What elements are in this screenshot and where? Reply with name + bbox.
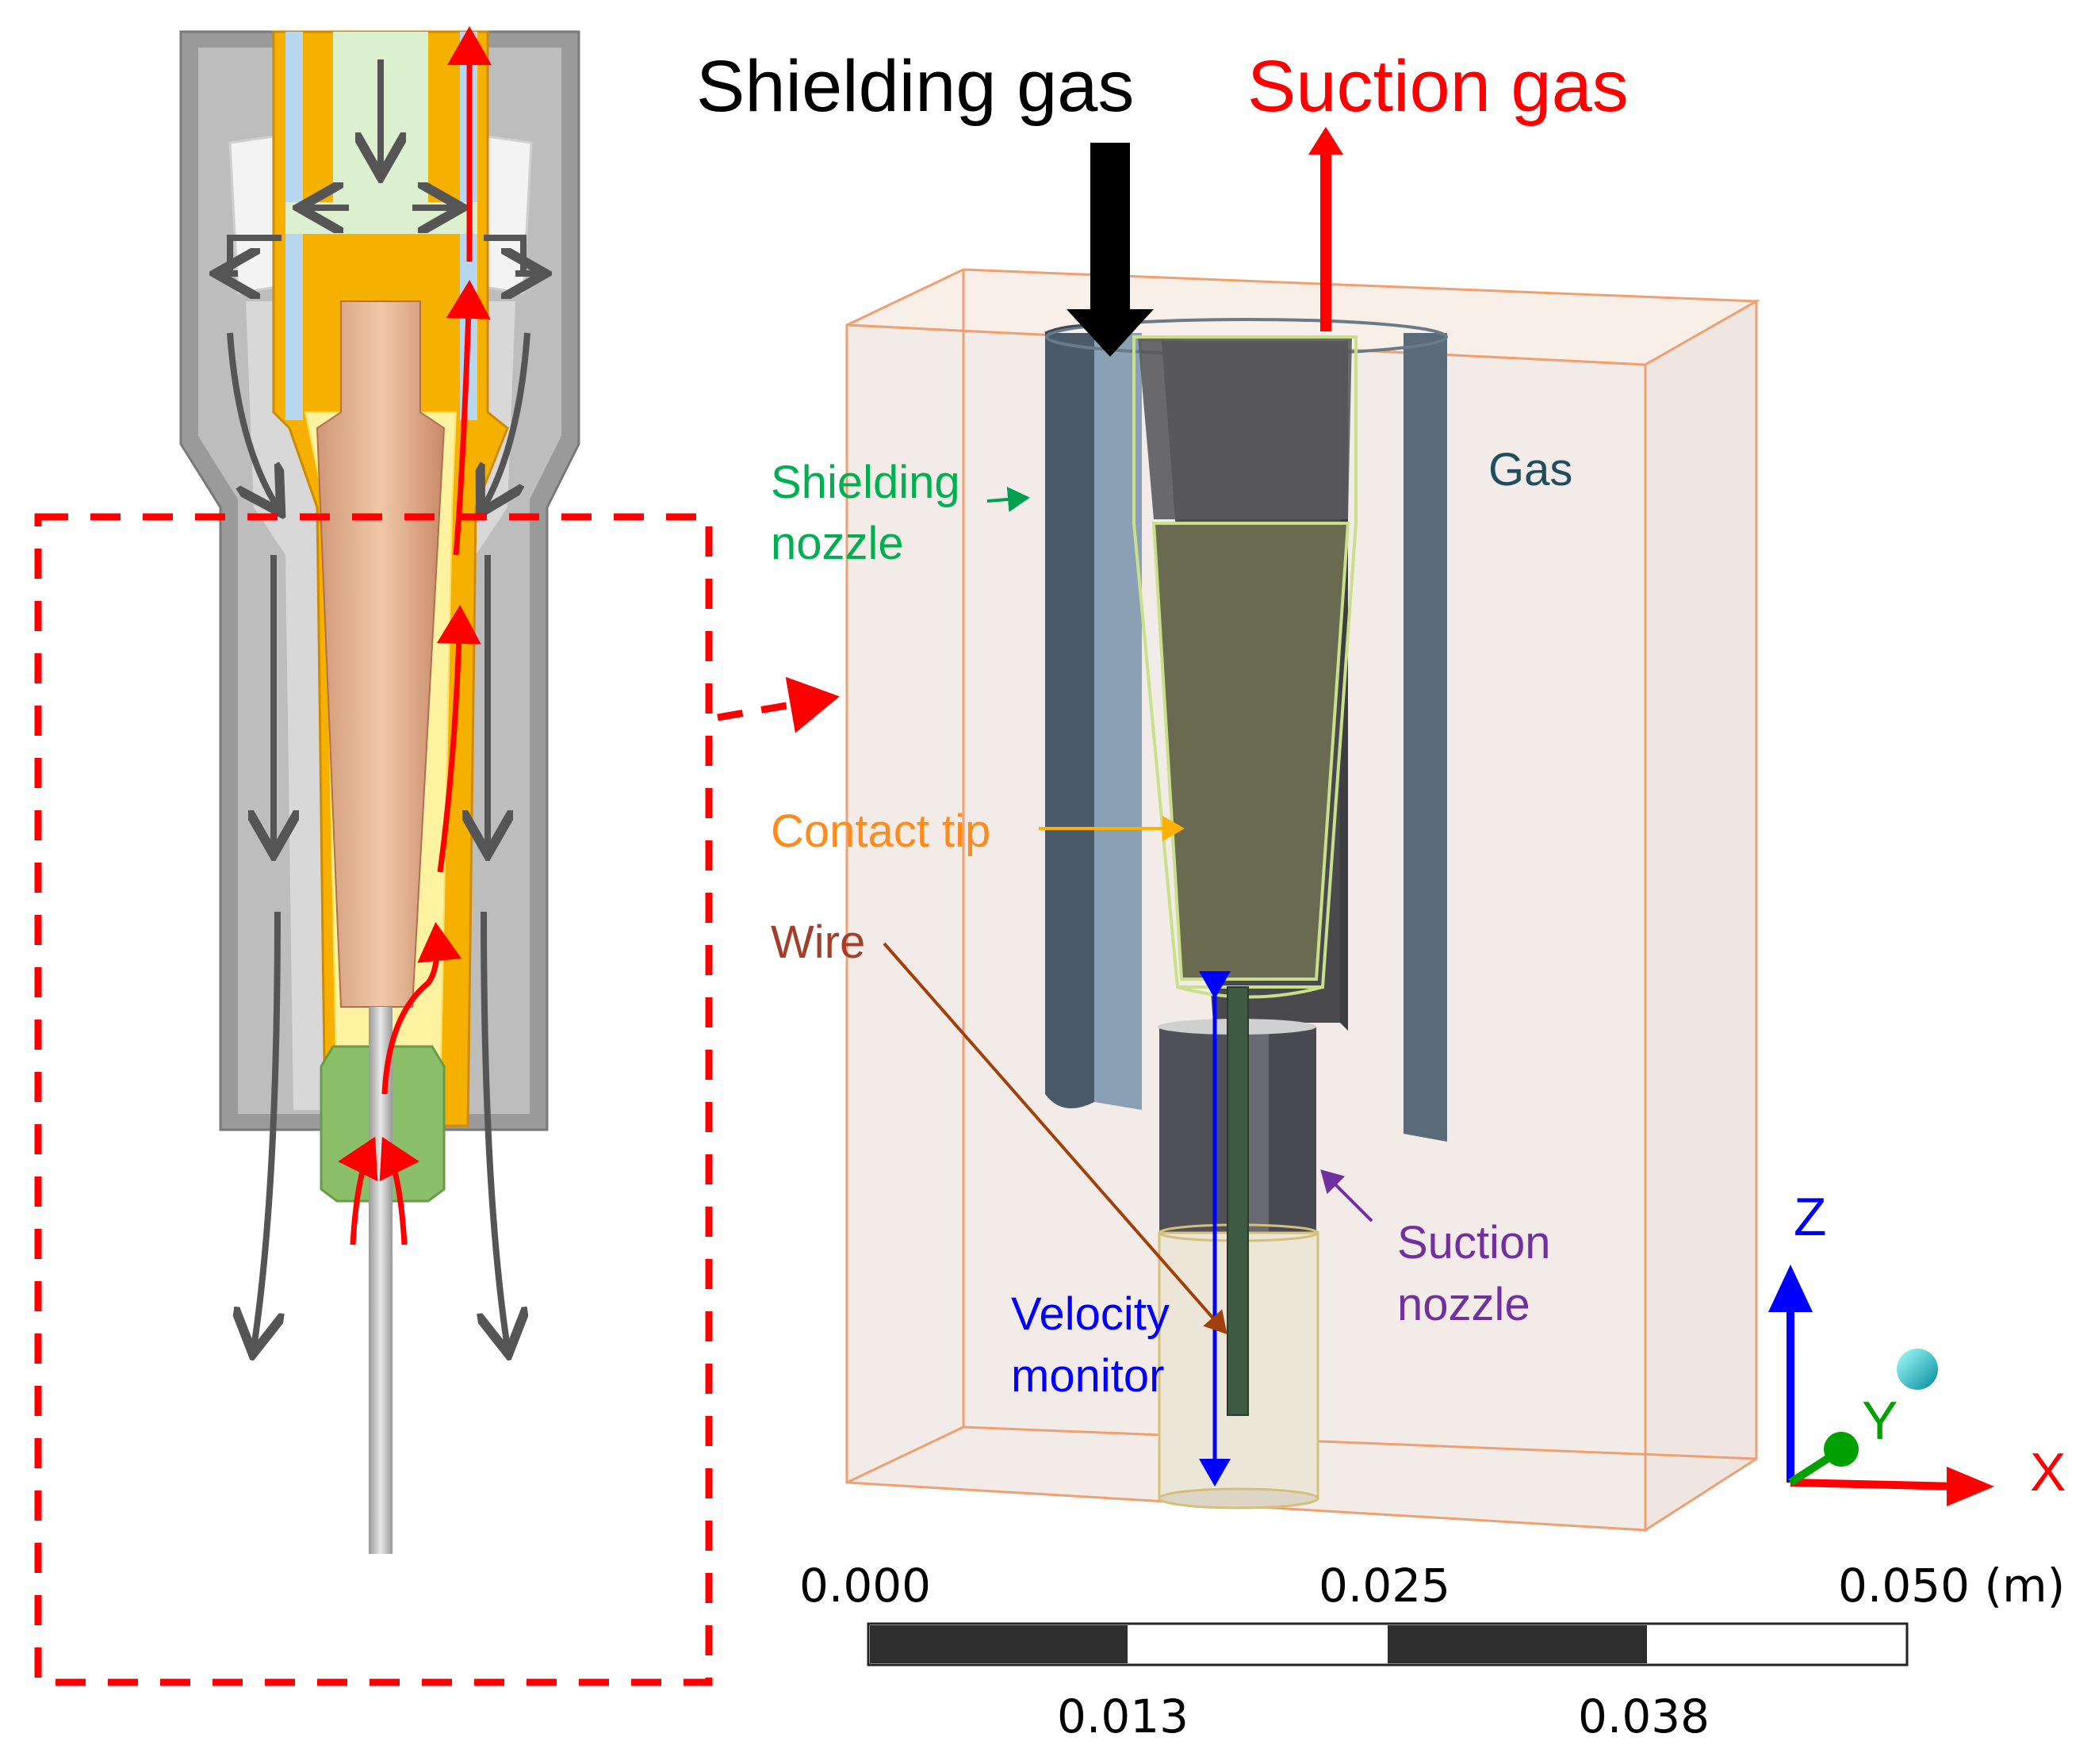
wire-3d	[1227, 986, 1249, 1416]
scale-label-038: 0.038	[1578, 1689, 1710, 1743]
scale-label-0: 0.000	[799, 1559, 931, 1613]
scale-bar	[867, 1622, 1909, 1666]
shielding-nozzle-label-2: nozzle	[771, 518, 904, 569]
contact-tip-3d	[1132, 335, 1358, 999]
zoom-region-box	[34, 513, 713, 1686]
scale-label-050: 0.050 (m)	[1838, 1559, 2065, 1613]
suction-flow-arrows	[338, 26, 492, 1246]
contact-tip-section	[316, 300, 446, 1008]
wire-leader	[883, 942, 1227, 1335]
scale-label-013: 0.013	[1057, 1689, 1189, 1743]
velocity-monitor-label-1: Velocity	[1011, 1288, 1170, 1340]
torch-cross-section	[34, 26, 840, 1686]
suction-gas-title: Suction gas	[1247, 46, 1629, 127]
y-axis-marker	[1824, 1432, 1859, 1467]
welding-wire	[369, 1007, 393, 1554]
y-axis-label: Y	[1862, 1391, 1898, 1451]
suction-nozzle-leader	[1320, 1169, 1373, 1223]
suction-nozzle-label-1: Suction	[1397, 1217, 1550, 1268]
zoom-pointer-arrow	[717, 676, 840, 733]
x-axis-arrow	[1790, 1479, 1959, 1490]
coordinate-axes	[1768, 1265, 1994, 1506]
contact-tip-label: Contact tip	[771, 805, 990, 857]
shielding-flow-arrows	[222, 59, 539, 1348]
y-axis-sphere	[1897, 1349, 1938, 1390]
cfd-model-3d	[845, 127, 1761, 1532]
suction-nozzle-label-2: nozzle	[1397, 1279, 1530, 1330]
shielding-gas-arrow	[1067, 143, 1154, 357]
shielding-nozzle-3d	[1044, 318, 1448, 1142]
gas-label: Gas	[1488, 444, 1572, 496]
scale-label-025: 0.025	[1319, 1559, 1450, 1613]
velocity-monitor-label-2: monitor	[1011, 1350, 1164, 1402]
suction-gas-arrow	[1308, 127, 1343, 331]
wire-label: Wire	[771, 916, 865, 968]
z-axis-label: Z	[1794, 1187, 1827, 1247]
x-axis-label: X	[2030, 1442, 2066, 1502]
shielding-gas-title: Shielding gas	[696, 46, 1134, 127]
shielding-nozzle-leader	[986, 486, 1030, 512]
shielding-nozzle-label-1: Shielding	[771, 457, 960, 508]
